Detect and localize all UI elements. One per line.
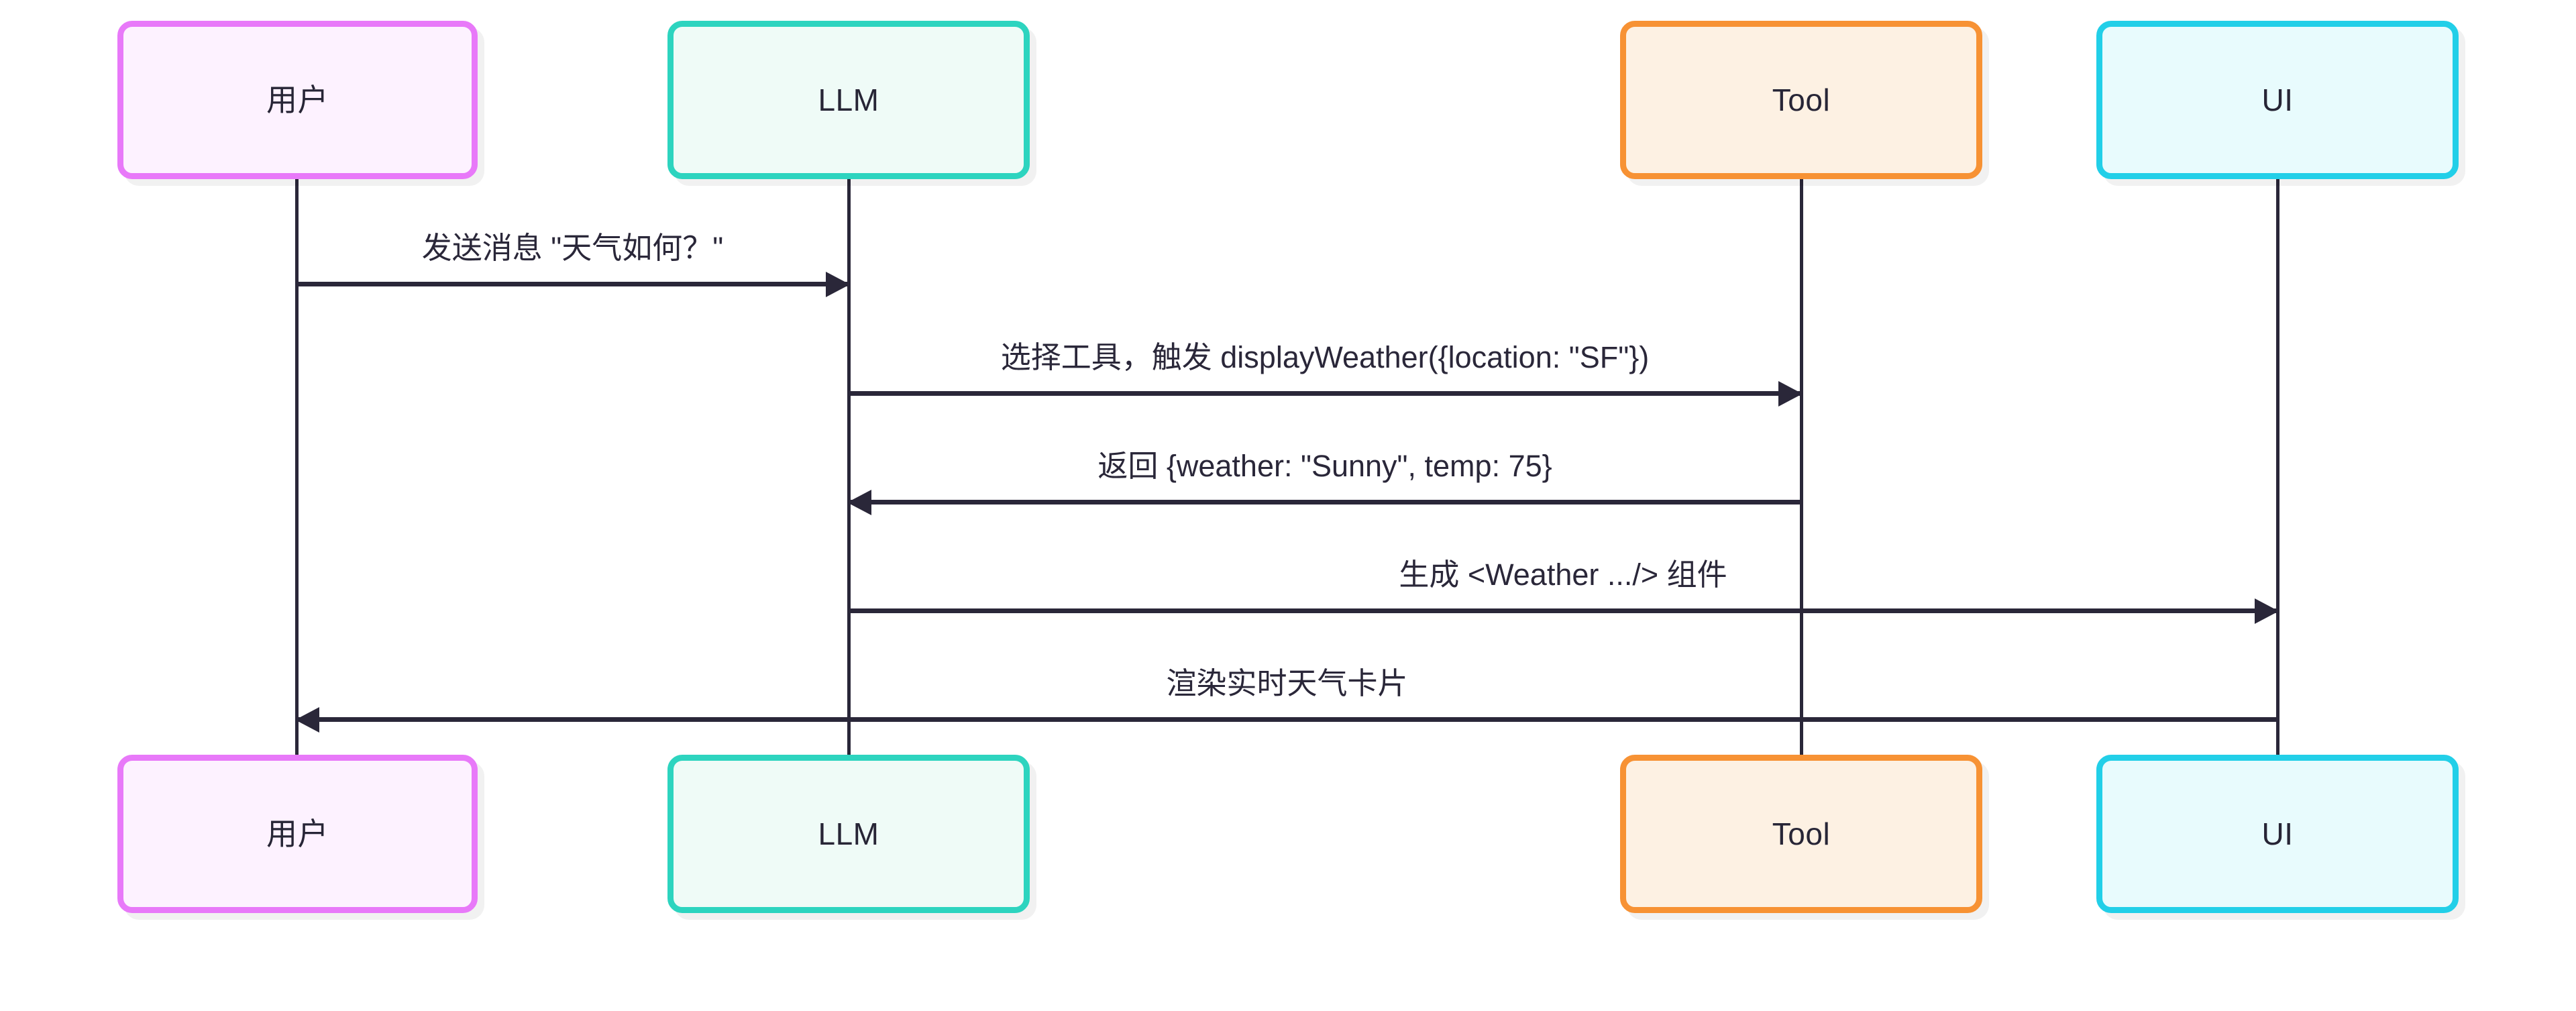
arrowhead-right-icon [1778,381,1803,407]
lifeline-tool [1800,179,1803,755]
message-label: 返回 {weather: "Sunny", temp: 75} [1097,448,1552,483]
message-label: 渲染实时天气卡片 [1166,666,1408,700]
actor-box-user-top[interactable]: 用户 [117,21,478,179]
actor-label-user: 用户 [266,816,329,851]
actor-box-ui-bottom[interactable]: UI [2096,755,2459,913]
actor-label-tool: Tool [1772,816,1831,851]
arrowhead-right-icon [826,272,850,297]
lifeline-ui [2276,179,2279,755]
message-line [297,717,2277,722]
message-label: 生成 <Weather .../> 组件 [1399,557,1727,592]
actor-box-llm-bottom[interactable]: LLM [667,755,1030,913]
actor-box-ui-top[interactable]: UI [2096,21,2459,179]
actor-label-user: 用户 [266,83,329,117]
message-label: 发送消息 "天气如何？" [421,230,724,265]
arrowhead-left-icon [847,490,871,515]
actor-box-user-bottom[interactable]: 用户 [117,755,478,913]
arrowhead-right-icon [2255,598,2279,624]
message-line [297,282,849,286]
actor-label-ui: UI [2261,816,2294,851]
lifeline-llm [847,179,851,755]
actor-box-llm-top[interactable]: LLM [667,21,1030,179]
actor-box-tool-bottom[interactable]: Tool [1620,755,1982,913]
lifeline-user [295,179,299,755]
message-line [849,500,1801,504]
actor-label-tool: Tool [1772,83,1831,117]
actor-box-tool-top[interactable]: Tool [1620,21,1982,179]
actor-label-ui: UI [2261,83,2294,117]
actor-label-llm: LLM [818,83,879,117]
message-label: 选择工具，触发 displayWeather({location: "SF"}) [1000,339,1650,374]
message-line [849,391,1801,396]
arrowhead-left-icon [295,707,319,733]
actor-label-llm: LLM [818,816,879,851]
message-line [849,608,2277,613]
